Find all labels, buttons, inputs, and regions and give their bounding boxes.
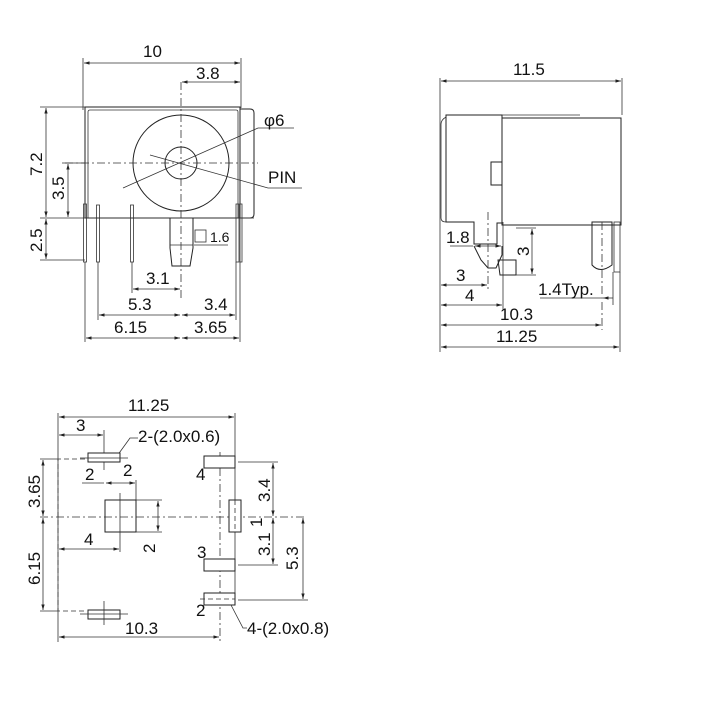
dim-1-8: 1.8 [446,228,470,247]
pad-label-1: 1 [247,518,266,527]
dim-6-15: 6.15 [114,318,147,337]
front-view: 10 3.8 φ6 PIN 7.2 3.5 2.5 [27,42,302,342]
dim-center-height: 3.5 [49,176,68,200]
side-terminal [473,245,503,269]
jack-body [84,106,241,219]
dim-3-65: 3.65 [194,318,227,337]
dim-pin-length: 2.5 [27,228,46,252]
fp-dim-2-v: 2 [140,544,159,553]
dim-3-1: 3.1 [146,269,170,288]
dim-4: 4 [465,286,474,305]
pad-spec-small: 2-(2.0x0.6) [138,427,220,446]
pad-4 [203,455,236,469]
pad-label-2: 2 [196,601,205,620]
pad-label-4: 4 [196,465,205,484]
dim-3-4: 3.4 [204,295,228,314]
center-terminal [169,218,194,267]
dim-5-3: 5.3 [128,295,152,314]
flange [240,108,255,219]
fp-dim-3-1: 3.1 [255,532,274,556]
dim-10-3: 10.3 [500,305,533,324]
fp-dim-width: 11.25 [128,396,169,415]
dim-width: 10 [143,42,162,61]
dim-height: 7.2 [27,152,46,176]
dim-11-25: 11.25 [496,327,537,346]
dim-pin-width: 1.6 [210,229,230,245]
fp-dim-2-h: 2 [85,465,94,484]
square-symbol [194,229,207,243]
fp-dim-3-65: 3.65 [25,475,44,508]
pin-label: PIN [268,168,296,187]
rear-pin [591,221,613,270]
dim-length: 11.5 [513,60,545,79]
center-hole [104,499,137,533]
fp-dim-5-3: 5.3 [283,546,302,570]
fp-dim-10-3: 10.3 [125,619,158,638]
pad-label-3: 3 [197,543,206,562]
fp-dim-4: 4 [84,530,93,549]
pad-3 [203,558,236,572]
dim-pin-width-typ: 1.4Typ. [538,280,594,299]
pcb-footprint: 11.25 3 2-(2.0x0.6) 2 3.65 6.15 2 2 4 [25,396,329,642]
fp-dim-3-4: 3.4 [255,478,274,502]
fp-dim-6-15: 6.15 [25,552,44,585]
side-body-front [445,114,503,245]
pad-spec-large: 4-(2.0x0.8) [247,619,329,638]
dim-3-8: 3.8 [196,64,220,83]
diameter-label: φ6 [264,111,284,130]
side-view: 11.5 1.8 3 3 4 1.4Typ. 10.3 11.25 [439,60,623,352]
dim-3: 3 [456,266,465,285]
pad-left-top [87,452,121,463]
dim-3-vertical: 3 [514,247,533,256]
pad-label-left-top: 2 [123,461,132,480]
fp-dim-3: 3 [76,416,85,435]
side-body-rear [501,117,622,226]
